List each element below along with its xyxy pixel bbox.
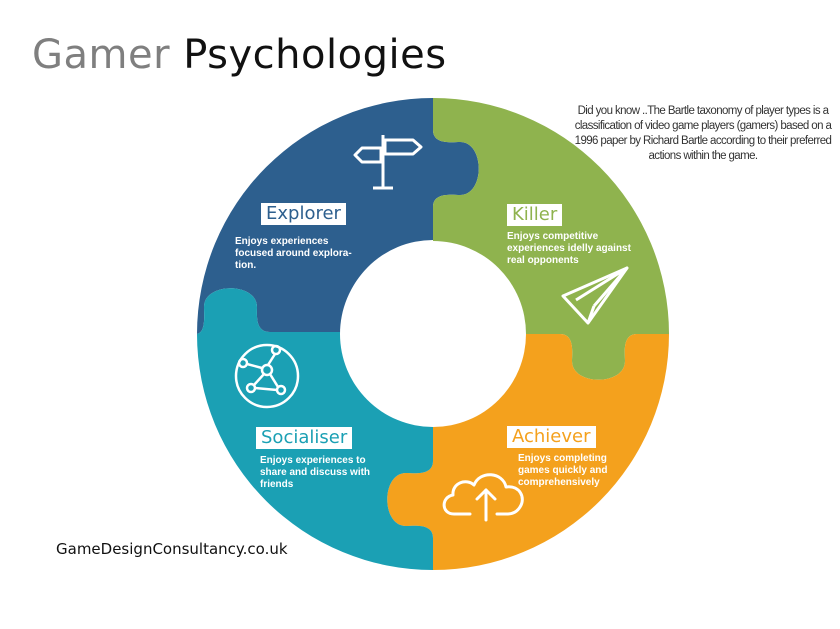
- signpost-icon: [353, 135, 423, 190]
- center-hole: [340, 241, 526, 427]
- explorer-title: Explorer: [261, 203, 346, 225]
- achiever-description: Enjoys completing games quickly and comp…: [518, 453, 608, 488]
- segment-achiever: [387, 334, 669, 570]
- segment-killer: [433, 98, 669, 380]
- bartle-note: Did you know ..The Bartle taxonomy of pl…: [574, 105, 832, 162]
- socialiser-title: Socialiser: [256, 427, 353, 449]
- explorer-description: Enjoys experiences focused around explor…: [235, 236, 352, 271]
- page-title: Gamer Psychologies: [32, 32, 447, 78]
- title-part-1: Gamer: [32, 32, 171, 78]
- achiever-title: Achiever: [507, 426, 596, 448]
- paper-plane-icon: [561, 266, 629, 325]
- network-icon: [234, 343, 300, 409]
- footer-site: GameDesignConsultancy.co.uk: [56, 540, 288, 558]
- socialiser-description: Enjoys experiences to share and discuss …: [260, 455, 371, 490]
- killer-description: Enjoys competitive experiences idelly ag…: [507, 231, 631, 266]
- title-part-2: Psychologies: [183, 32, 447, 78]
- killer-title: Killer: [507, 204, 563, 226]
- cloud-upload-icon: [442, 473, 524, 522]
